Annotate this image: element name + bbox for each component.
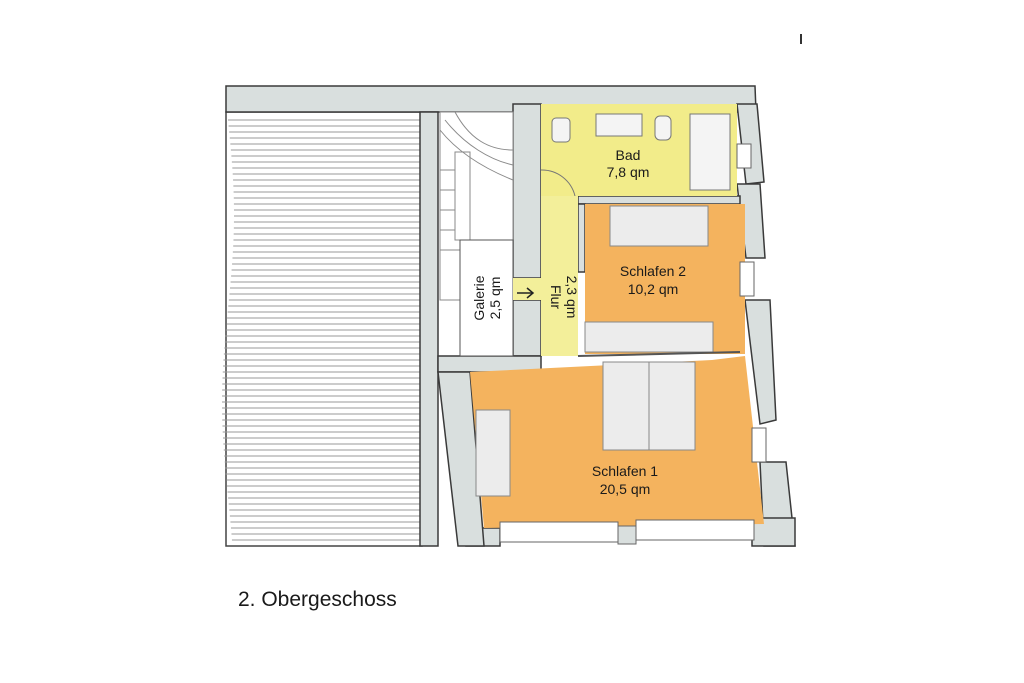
label-bad-name: Bad <box>616 147 641 163</box>
label-schlafen2-name: Schlafen 2 <box>620 263 686 279</box>
room-schlafen1 <box>470 356 764 528</box>
label-schlafen1-name: Schlafen 1 <box>592 463 658 479</box>
floor-title: 2. Obergeschoss <box>238 588 397 611</box>
corner-mark <box>800 34 802 44</box>
arrow-icon <box>517 287 535 299</box>
room-galerie <box>459 239 514 357</box>
label-galerie-area: 2,5 qm <box>487 277 503 320</box>
label-schlafen1-area: 20,5 qm <box>600 481 651 497</box>
hatched-roof-area <box>222 111 423 547</box>
label-bad-area: 7,8 qm <box>607 164 650 180</box>
label-schlafen2-area: 10,2 qm <box>628 281 679 297</box>
room-schlafen2 <box>577 204 745 357</box>
label-flur-area: 2,3 qm <box>564 276 580 319</box>
label-galerie-name: Galerie <box>471 275 487 320</box>
label-flur-name: Flur <box>548 285 564 309</box>
windows <box>499 143 767 545</box>
room-flur <box>513 196 578 356</box>
room-bad <box>540 104 737 197</box>
